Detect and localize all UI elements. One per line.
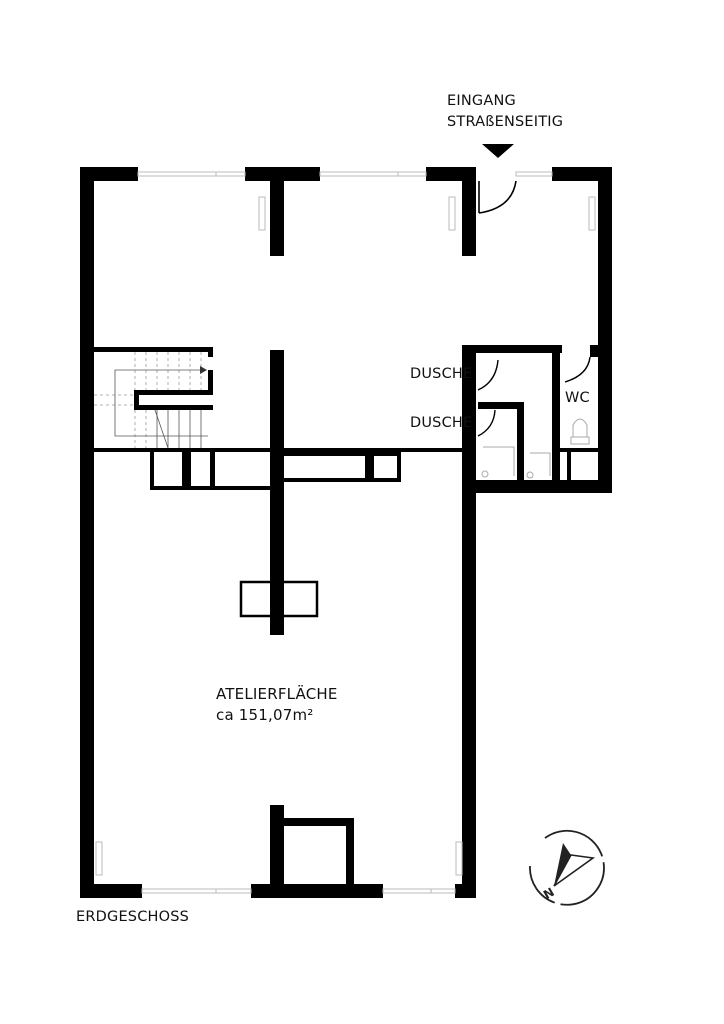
north-arrow-compass-icon: N	[529, 829, 605, 906]
floor-label: ERDGESCHOSS	[76, 909, 190, 925]
sanitary-doors	[477, 356, 591, 437]
entrance-label-line2: STRAßENSEITIG	[447, 114, 564, 130]
column-box	[239, 580, 319, 618]
shower-trays	[481, 446, 551, 479]
entrance-door	[478, 180, 517, 214]
entrance-marker-icon	[482, 144, 514, 158]
windows	[95, 171, 596, 894]
room-label-shower-1: DUSCHE	[410, 366, 473, 382]
entrance-label-line1: EINGANG	[447, 93, 516, 109]
compass-letter: N	[541, 885, 557, 902]
central-partition	[94, 350, 462, 635]
room-label-atelier: ATELIERFLÄCHE	[216, 685, 338, 703]
staircase	[94, 347, 213, 449]
toilet-icon	[570, 418, 590, 445]
outer-walls	[80, 167, 612, 898]
room-label-shower-2: DUSCHE	[410, 415, 473, 431]
sanitary-block	[462, 345, 598, 480]
room-label-wc: WC	[565, 390, 590, 406]
room-area-atelier: ca 151,07m²	[216, 706, 314, 724]
